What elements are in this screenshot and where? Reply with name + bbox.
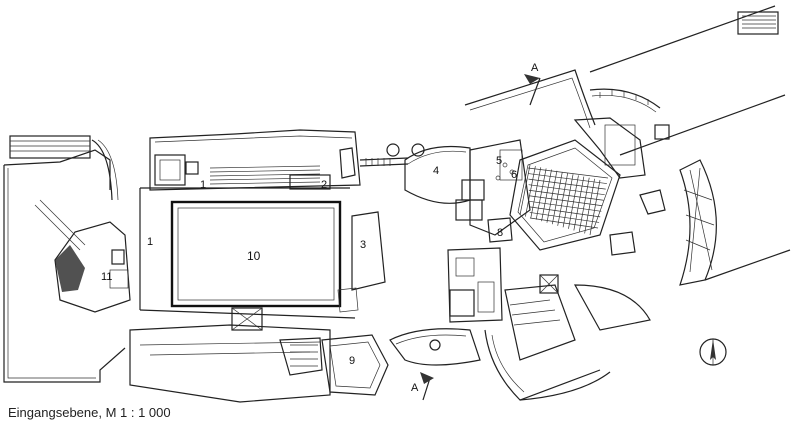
room-11-area [34, 199, 131, 313]
seat-column-line [529, 212, 600, 223]
curved-wall-upper [464, 69, 661, 129]
room-3 [337, 211, 386, 313]
room-label-4: 4 [433, 165, 439, 177]
section-marker-icon [420, 74, 541, 401]
seat-row-line [589, 179, 601, 236]
foyer-block-top [149, 129, 361, 191]
seat-row-line [530, 167, 542, 219]
bottom-curve [484, 329, 611, 401]
seat-row-line [541, 169, 552, 222]
seat-column-line [529, 200, 602, 212]
north-arrow-icon [699, 338, 727, 366]
site-outline-left [3, 149, 126, 383]
room-labels: 1 2 1 3 4 5 6 8 10 11 9 A A [101, 62, 539, 394]
room-label-8: 8 [497, 227, 503, 239]
room-label-1a: 1 [200, 179, 206, 191]
room-9-area [129, 324, 389, 403]
section-marker-label-bottom: A [411, 382, 419, 394]
seat-column-line [528, 178, 606, 190]
room-label-1b: 1 [147, 236, 153, 248]
room-label-11: 11 [101, 271, 112, 283]
room-label-10: 10 [247, 249, 261, 263]
seat-column-line [527, 167, 609, 179]
section-marker-label-top: A [531, 62, 539, 74]
corridor-link [359, 143, 409, 167]
room-label-9: 9 [349, 355, 355, 367]
seat-column-line [528, 173, 607, 184]
seat-column-line [529, 217, 599, 229]
seat-column-line [529, 195, 603, 207]
seat-row-line [535, 168, 547, 220]
plan-caption: Eingangsebene, M 1 : 1 000 [8, 405, 171, 420]
lower-corridor [389, 328, 481, 366]
curved-wall-lower [639, 159, 791, 286]
lower-right-block [504, 231, 651, 361]
room-label-2: 2 [321, 179, 327, 191]
rooms-5-6-8-cluster [455, 139, 531, 243]
stair-block-center [447, 247, 503, 323]
seat-column-line [528, 184, 605, 196]
room-label-3: 3 [360, 239, 366, 251]
room-label-6: 6 [511, 169, 517, 181]
seat-column-line [528, 189, 604, 201]
room-label-5: 5 [496, 155, 502, 167]
seat-row-line [546, 170, 558, 223]
stepped-block-top-left [9, 135, 119, 201]
seat-column-line [529, 206, 601, 218]
seat-row-line [551, 171, 563, 225]
site-edge-top-right [589, 5, 786, 156]
seat-row-line [573, 176, 585, 231]
auditorium-seating [509, 117, 670, 251]
seat-row-line [584, 178, 595, 234]
